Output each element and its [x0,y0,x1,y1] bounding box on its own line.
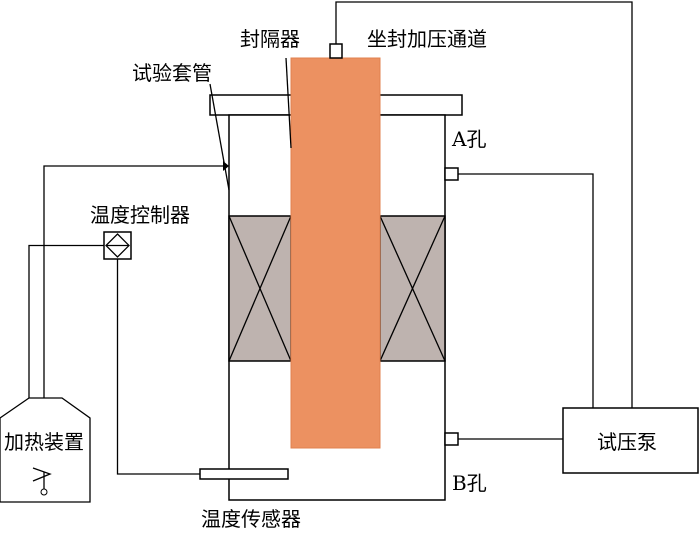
hole-a-port [444,167,459,181]
hole-b-label: B孔 [452,471,487,495]
temp-controller-label: 温度控制器 [90,203,190,227]
hole-a-line [458,173,594,408]
hole-b-port [444,432,459,446]
temp-sensor-label: 温度传感器 [201,507,301,531]
heater-power-line [43,165,225,398]
seal-pressure-channel [329,1,633,408]
heating-coil-terminal-icon [40,488,48,496]
left-heater-block [228,215,292,362]
temperature-sensor-probe [199,468,289,480]
test-casing-pointer [209,83,230,191]
seal-pressure-channel-label: 坐封加压通道 [367,27,487,51]
right-heater-block [379,215,446,362]
sensor-wire [116,259,200,475]
seal-pressure-port [329,43,343,59]
heating-device-label: 加热装置 [4,430,84,454]
diamond-icon [105,233,130,258]
temp-controller [103,231,132,260]
test-casing-label: 试验套管 [132,61,212,85]
right-heater-cross-b [379,215,446,362]
left-heater-cross-b [228,215,292,362]
packer-label: 封隔器 [240,27,300,51]
pressure-pump-label: 试压泵 [597,430,657,454]
controller-heater-line [28,244,104,398]
heating-device [0,397,91,503]
pressure-pump-box [562,407,699,474]
heating-coil-icon [32,467,52,482]
seal-pressure-line [335,1,633,408]
packer-column [290,57,381,449]
heating-device-housing [0,397,91,503]
packer-pointer [285,57,292,149]
hole-a-label: A孔 [451,127,486,151]
